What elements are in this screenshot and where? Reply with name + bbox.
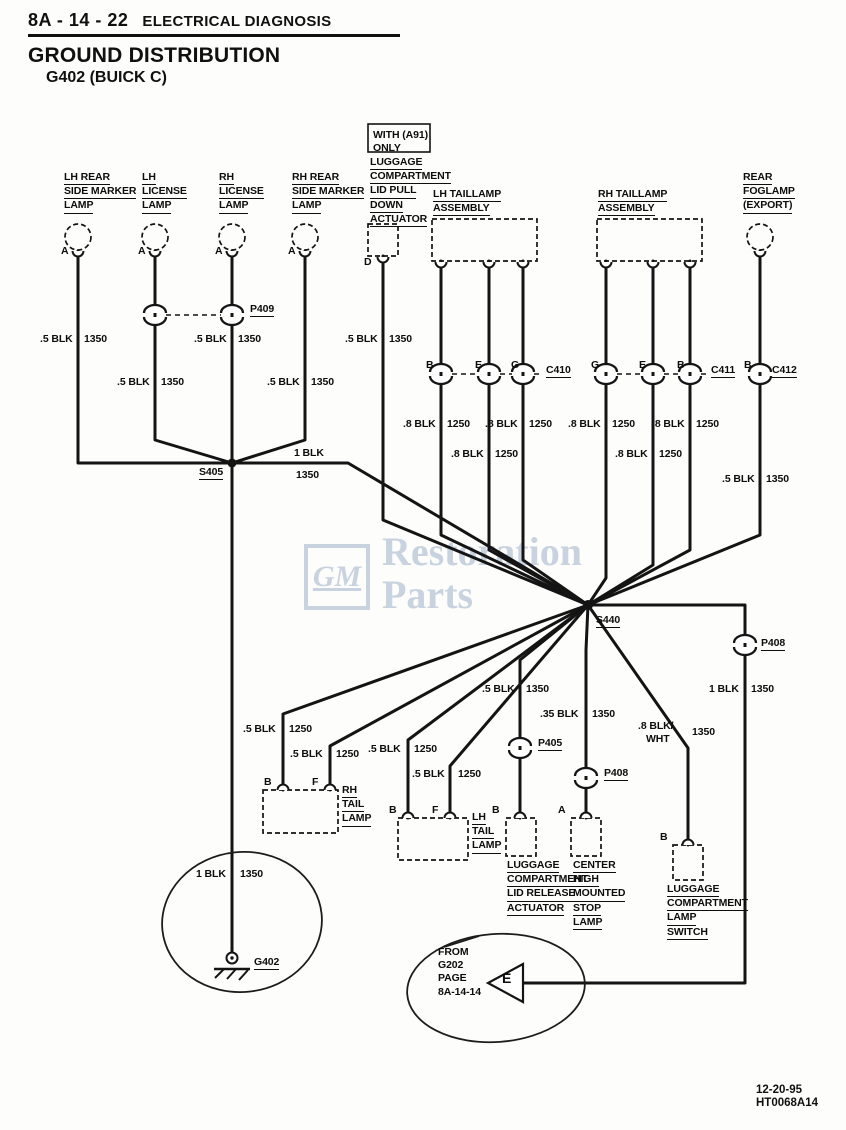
c412-connector-b <box>747 362 773 386</box>
lid-pull-down-actuator-outline <box>367 223 399 257</box>
rh-rear-side-marker-lamp-outline <box>291 223 319 251</box>
p408-connector-mid <box>573 766 599 790</box>
wire-rh-tail-b <box>281 603 590 792</box>
rh-tail-lamp-outline <box>262 789 339 834</box>
watermark-text: Restoration Parts <box>382 530 582 616</box>
diagram-title: GROUND DISTRIBUTION <box>28 44 281 67</box>
footer: 12-20-95 HT0068A14 <box>756 1084 818 1110</box>
page-header: 8A - 14 - 22 ELECTRICAL DIAGNOSIS <box>28 10 400 37</box>
wire-chmsl <box>584 603 590 820</box>
wire-rh-taillamp-e <box>586 259 655 607</box>
watermark-line2: Parts <box>382 572 474 617</box>
gm-logo: GM <box>304 544 370 610</box>
wire-rh-taillamp-g <box>586 259 608 607</box>
wire-lh-rear-side-marker <box>76 249 232 465</box>
lh-rear-side-marker-lamp-outline <box>64 223 92 251</box>
lh-license-lamp-outline <box>141 223 169 251</box>
lid-release-actuator-outline <box>505 817 537 857</box>
wire-lh-taillamp-e <box>487 259 590 607</box>
hand-annotations <box>161 850 586 1044</box>
lh-tail-lamp-outline <box>397 817 469 861</box>
c411-connector-b <box>677 362 703 386</box>
hand-tick-mark <box>443 935 480 948</box>
s440-splice <box>583 600 593 610</box>
footer-date: 12-20-95 <box>756 1084 803 1096</box>
wire-lh-tail-f <box>448 603 590 820</box>
connector-link-lines <box>166 314 708 375</box>
wire-lid-release-actuator <box>518 603 590 820</box>
section-title: ELECTRICAL DIAGNOSIS <box>142 13 332 30</box>
lamp-switch-outline <box>672 844 704 881</box>
inline-connector-symbols <box>142 303 773 790</box>
wire-lamp-switch <box>586 603 690 847</box>
c410-connector-g <box>510 362 536 386</box>
footer-doc-id: HT0068A14 <box>756 1097 819 1109</box>
g402-ground-symbol <box>214 951 250 981</box>
hand-circle-from-g202 <box>406 932 586 1044</box>
p405-connector <box>507 736 533 760</box>
p409-connector-lh <box>142 303 168 327</box>
page-ref: 8A - 14 - 22 <box>28 10 129 30</box>
wire-s440-to-g202-ref <box>521 603 747 985</box>
wire-lh-taillamp-g <box>521 259 590 607</box>
wire-lh-taillamp-b <box>439 259 590 607</box>
component-outlines <box>64 218 774 881</box>
gm-restoration-parts-watermark: GM Restoration Parts <box>304 530 582 616</box>
wires <box>76 249 762 985</box>
lh-taillamp-assembly-outline <box>431 218 538 262</box>
wire-lh-tail-b <box>406 603 590 820</box>
rh-taillamp-assembly-outline <box>596 218 703 262</box>
offpage-e-arrow <box>485 962 525 1004</box>
p409-connector-rh <box>219 303 245 327</box>
wire-lh-license <box>153 249 234 465</box>
with-a91-only-box <box>367 123 431 153</box>
watermark-line1: Restoration <box>382 529 582 574</box>
c410-connector-b <box>428 362 454 386</box>
c411-connector-g <box>593 362 619 386</box>
wire-rh-taillamp-b <box>586 259 692 607</box>
c410-connector-e <box>476 362 502 386</box>
s405-splice <box>227 458 237 468</box>
wire-rh-tail-f <box>328 603 590 792</box>
wire-rh-rear-side-marker <box>230 249 307 465</box>
diagram-subtitle: G402 (BUICK C) <box>46 69 167 86</box>
rh-license-lamp-outline <box>218 223 246 251</box>
wire-lid-pull-down-actuator <box>381 254 590 607</box>
wire-rear-foglamp <box>586 249 762 607</box>
chmsl-outline <box>570 817 602 857</box>
rear-foglamp-outline <box>746 223 774 251</box>
p408-connector-right <box>732 633 758 657</box>
wire-s405-to-s440 <box>230 461 590 607</box>
c411-connector-e <box>640 362 666 386</box>
pin-terminals <box>71 250 767 846</box>
hand-circle-g402 <box>161 850 323 994</box>
